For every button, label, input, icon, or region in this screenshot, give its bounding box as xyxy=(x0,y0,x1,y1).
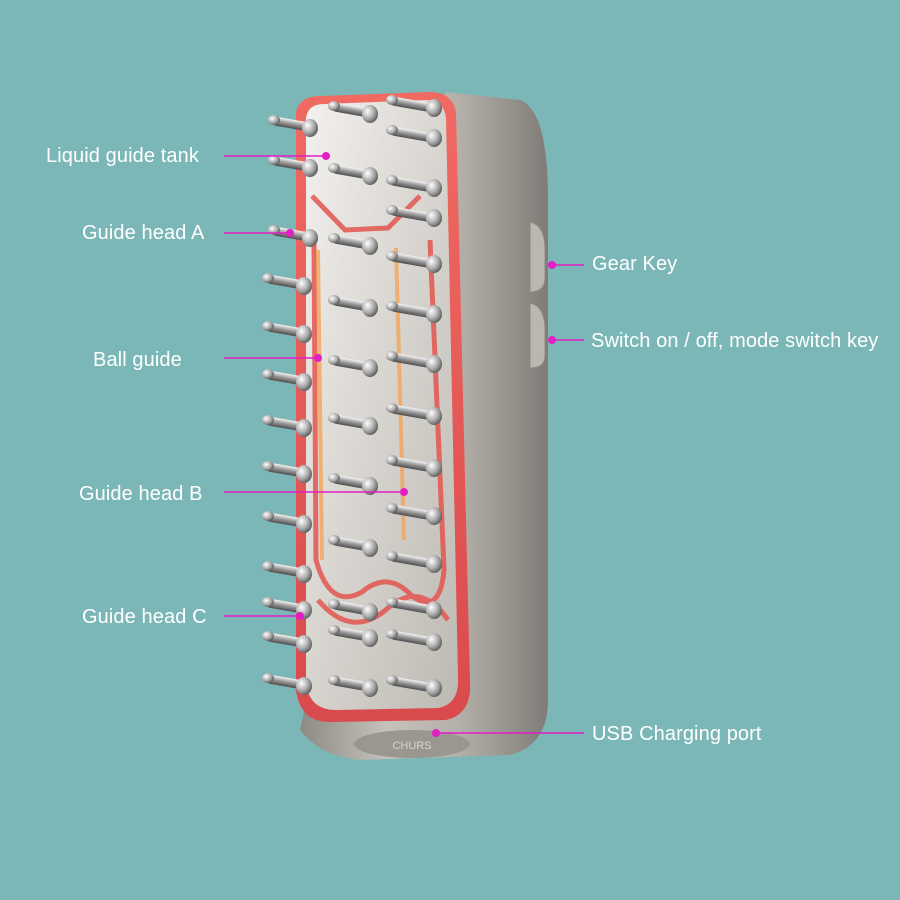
comb-pin xyxy=(386,175,442,197)
label-switch-key: Switch on / off, mode switch key xyxy=(591,330,879,352)
label-liquid-guide-tank: Liquid guide tank xyxy=(46,145,199,167)
comb-pin xyxy=(268,115,318,137)
comb-pin xyxy=(328,233,378,255)
comb-pin xyxy=(386,251,442,273)
comb-pin xyxy=(328,163,378,185)
switch-key-button[interactable] xyxy=(529,302,546,369)
label-guide-head-c: Guide head C xyxy=(82,606,207,628)
port-engraving: CHURS xyxy=(392,740,431,752)
comb-pin xyxy=(262,673,312,695)
comb-pin xyxy=(268,155,318,177)
callout-ball-guide xyxy=(224,354,322,362)
comb-pin xyxy=(328,625,378,647)
comb-pin xyxy=(386,95,442,117)
comb-pin xyxy=(262,415,312,437)
comb-pin xyxy=(328,413,378,435)
callout-guide-head-a xyxy=(224,229,294,237)
callout-guide-head-b xyxy=(224,488,408,496)
callout-lines xyxy=(224,152,584,737)
comb-pin xyxy=(262,369,312,391)
comb-pin xyxy=(328,675,378,697)
label-usb-charging-port: USB Charging port xyxy=(592,723,762,745)
callout-usb-port xyxy=(432,729,584,737)
label-guide-head-a: Guide head A xyxy=(82,222,205,244)
label-ball-guide: Ball guide xyxy=(93,349,182,371)
comb-pin xyxy=(386,455,442,477)
comb-pin xyxy=(328,101,378,123)
comb-pin xyxy=(328,355,378,377)
comb-pin xyxy=(386,551,442,573)
usb-port xyxy=(354,730,470,758)
callout-guide-head-c xyxy=(224,612,304,620)
comb-pin xyxy=(386,403,442,425)
comb-pin xyxy=(386,597,442,619)
label-guide-head-b: Guide head B xyxy=(79,483,203,505)
comb-pin xyxy=(386,125,442,147)
label-gear-key: Gear Key xyxy=(592,253,678,275)
callout-gear-key xyxy=(548,261,584,269)
comb-pin xyxy=(328,295,378,317)
comb-pin xyxy=(262,511,312,533)
comb-pin xyxy=(386,205,442,227)
comb-pin xyxy=(386,503,442,525)
comb-pin xyxy=(262,273,312,295)
comb-pin xyxy=(386,301,442,323)
comb-pin xyxy=(328,535,378,557)
comb-pin xyxy=(386,351,442,373)
comb-pin xyxy=(328,599,378,621)
comb-pin xyxy=(262,561,312,583)
comb-pins xyxy=(262,95,442,697)
callout-switch-key xyxy=(548,336,584,344)
comb-pin xyxy=(262,461,312,483)
comb-pin xyxy=(386,629,442,651)
comb-pin xyxy=(386,675,442,697)
gear-key-button[interactable] xyxy=(529,221,546,293)
comb-pin xyxy=(262,321,312,343)
callout-liquid-guide-tank xyxy=(224,152,330,160)
comb-pin xyxy=(262,631,312,653)
comb-pin xyxy=(328,473,378,495)
